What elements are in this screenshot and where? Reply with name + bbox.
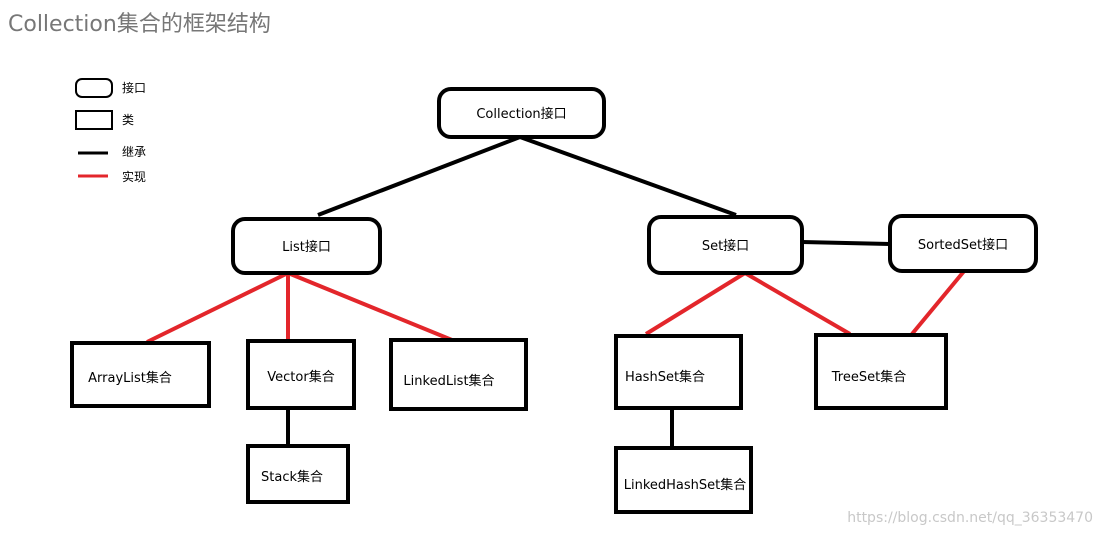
node-list-interface: List接口 (231, 217, 382, 275)
node-treeset-label: TreeSet集合 (831, 369, 906, 385)
node-stack-label: Stack集合 (261, 469, 323, 485)
node-linkedhashset-class: LinkedHashSet集合 (614, 446, 753, 514)
interface-nodes: Collection接口 List接口 Set接口 SortedSet接口 (231, 87, 1038, 275)
edge-collection-set (519, 135, 737, 217)
class-nodes: ArrayList集合 Vector集合 LinkedList集合 Stack集… (70, 333, 948, 514)
inherit-edges (286, 135, 891, 448)
legend-inherit-label: 继承 (122, 145, 146, 159)
edge-set-sortedset (801, 240, 891, 246)
node-sortedset-label: SortedSet接口 (918, 237, 1008, 253)
node-set-interface: Set接口 (647, 215, 804, 275)
node-collection-label: Collection接口 (476, 106, 566, 122)
edge-list-linkedlist (287, 271, 453, 342)
node-treeset-class: TreeSet集合 (814, 333, 948, 410)
edge-set-hashset (644, 271, 747, 336)
node-list-label: List接口 (282, 239, 331, 255)
legend-class-label: 类 (122, 113, 134, 127)
edge-list-arraylist (146, 271, 289, 344)
edge-set-treeset (743, 271, 852, 336)
node-vector-label: Vector集合 (267, 369, 334, 385)
legend-interface-shape (75, 78, 113, 98)
node-stack-class: Stack集合 (246, 444, 350, 504)
implement-edges (146, 268, 967, 344)
edge-collection-list (317, 135, 521, 217)
edge-sortedset-treeset (910, 268, 967, 336)
node-collection-interface: Collection接口 (437, 87, 606, 139)
page-title: Collection集合的框架结构 (8, 12, 271, 37)
node-hashset-label: HashSet集合 (625, 369, 705, 385)
node-vector-class: Vector集合 (246, 339, 356, 410)
node-set-label: Set接口 (702, 238, 749, 254)
legend-implement-label: 实现 (122, 169, 146, 184)
legend-class-shape (75, 110, 113, 130)
watermark: https://blog.csdn.net/qq_36353470 (847, 510, 1093, 526)
node-linkedlist-label: LinkedList集合 (403, 373, 494, 389)
node-sortedset-interface: SortedSet接口 (888, 214, 1038, 273)
legend-interface-label: 接口 (122, 80, 146, 95)
node-linkedhashset-label: LinkedHashSet集合 (624, 477, 747, 493)
legend: 接口 类 继承 实现 (75, 78, 146, 184)
node-arraylist-class: ArrayList集合 (70, 341, 211, 408)
node-arraylist-label: ArrayList集合 (88, 370, 172, 386)
node-hashset-class: HashSet集合 (614, 334, 743, 410)
node-linkedlist-class: LinkedList集合 (389, 338, 528, 411)
